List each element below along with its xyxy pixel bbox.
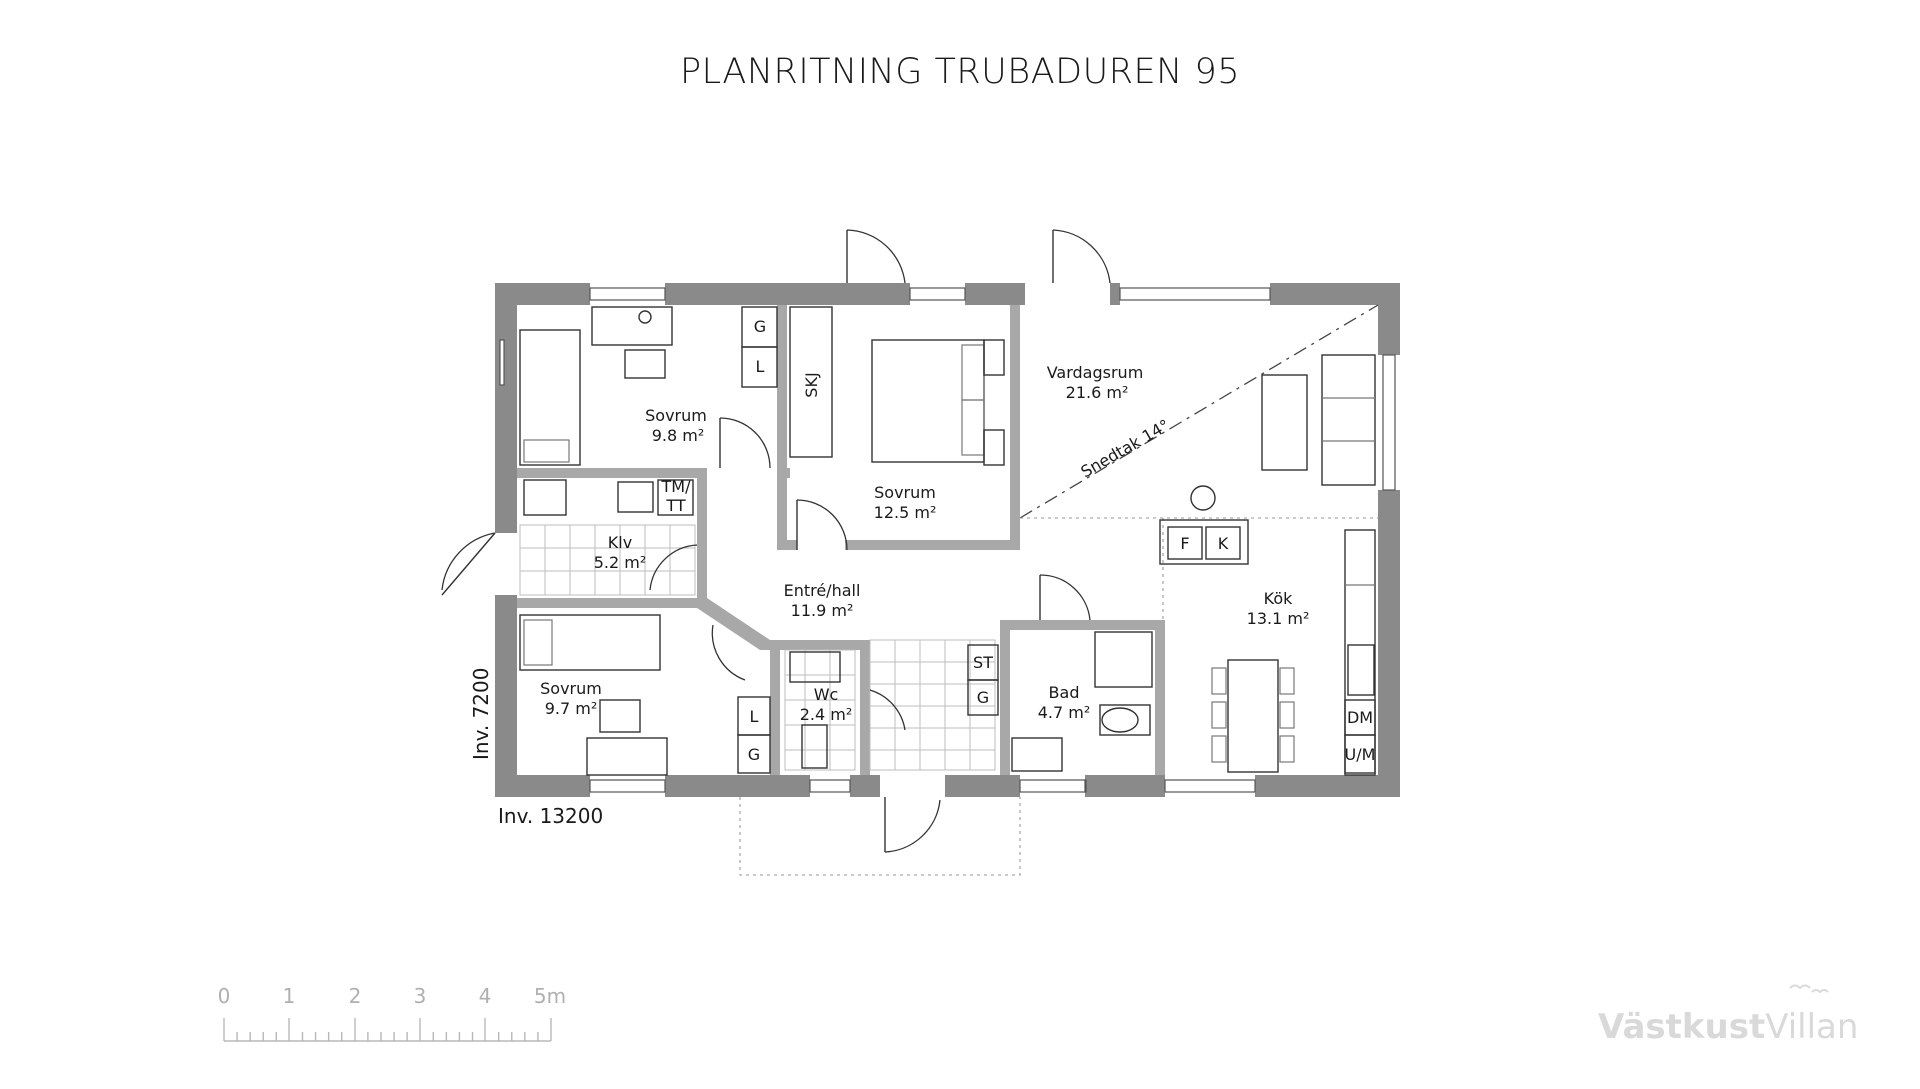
- label-g-nw: G: [754, 317, 766, 336]
- room-area-entre: 11.9 m²: [791, 601, 854, 620]
- room-area-kok: 13.1 m²: [1247, 609, 1310, 628]
- label-k: K: [1218, 534, 1229, 553]
- bird-icon: [1789, 984, 1811, 990]
- label-skj: SKJ: [802, 372, 821, 397]
- windows: [499, 287, 1396, 793]
- scale-tick-3: 3: [414, 984, 427, 1008]
- scale-tick-2: 2: [349, 984, 362, 1008]
- label-g-hall: G: [977, 688, 989, 707]
- porch: [739, 797, 1021, 876]
- room-labels: Sovrum 9.8 m² Sovrum 12.5 m² Vardagsrum …: [540, 363, 1309, 724]
- room-area-klv: 5.2 m²: [594, 553, 647, 572]
- dimension-width: Inv. 13200: [498, 804, 603, 828]
- dimension-height: Inv. 7200: [469, 668, 493, 760]
- room-name-sovrum-nw: Sovrum: [645, 406, 707, 425]
- scale-tick-0: 0: [218, 984, 231, 1008]
- floor-tiles: [519, 524, 996, 771]
- label-st: ST: [973, 653, 993, 672]
- doors: [441, 229, 1111, 853]
- label-l-sw: L: [750, 707, 759, 726]
- room-area-sovrum-nw: 9.8 m²: [652, 426, 705, 445]
- label-f: F: [1180, 534, 1189, 553]
- room-area-bad: 4.7 m²: [1038, 703, 1091, 722]
- furniture: [519, 306, 1376, 776]
- room-name-vardagsrum: Vardagsrum: [1047, 363, 1144, 382]
- label-tt: TT: [665, 496, 685, 515]
- label-l-nw: L: [756, 357, 765, 376]
- logo-text-part1: Västkust: [1598, 1007, 1765, 1047]
- page-title: PLANRITNING TRUBADUREN 95: [679, 52, 1240, 92]
- label-um: U/M: [1345, 745, 1376, 764]
- scale-tick-1: 1: [283, 984, 296, 1008]
- room-name-sovrum-master: Sovrum: [874, 483, 936, 502]
- logo-text-part2: Villan: [1765, 1007, 1858, 1047]
- room-name-kok: Kök: [1264, 589, 1293, 608]
- room-name-klv: Klv: [608, 533, 632, 552]
- room-area-sovrum-sw: 9.7 m²: [545, 699, 598, 718]
- room-name-entre: Entré/hall: [784, 581, 861, 600]
- bird-icon-2: [1811, 989, 1829, 994]
- slope-line: [1019, 304, 1379, 519]
- vastkustvillan-logo: VästkustVillan: [1598, 984, 1858, 1047]
- room-name-sovrum-sw: Sovrum: [540, 679, 602, 698]
- scale-bar: 0 1 2 3 4 5m: [218, 984, 566, 1042]
- svg-text:VästkustVillan: VästkustVillan: [1598, 1007, 1858, 1047]
- scale-tick-4: 4: [479, 984, 492, 1008]
- room-area-sovrum-master: 12.5 m²: [874, 503, 937, 522]
- scale-tick-5: 5m: [534, 984, 566, 1008]
- exterior-walls: [495, 283, 1400, 797]
- room-name-wc: Wc: [814, 685, 839, 704]
- label-dm: DM: [1347, 708, 1373, 727]
- label-tm: TM/: [661, 477, 692, 496]
- interior-walls: [517, 305, 1165, 775]
- slope-label: Snedtak 14°: [1078, 415, 1173, 481]
- room-area-vardagsrum: 21.6 m²: [1066, 383, 1129, 402]
- label-g-sw: G: [748, 745, 760, 764]
- room-area-wc: 2.4 m²: [800, 705, 853, 724]
- fixture-labels: G L SKJ TM/ TT F K ST G L G DM U/M: [661, 317, 1376, 764]
- room-name-bad: Bad: [1049, 683, 1080, 702]
